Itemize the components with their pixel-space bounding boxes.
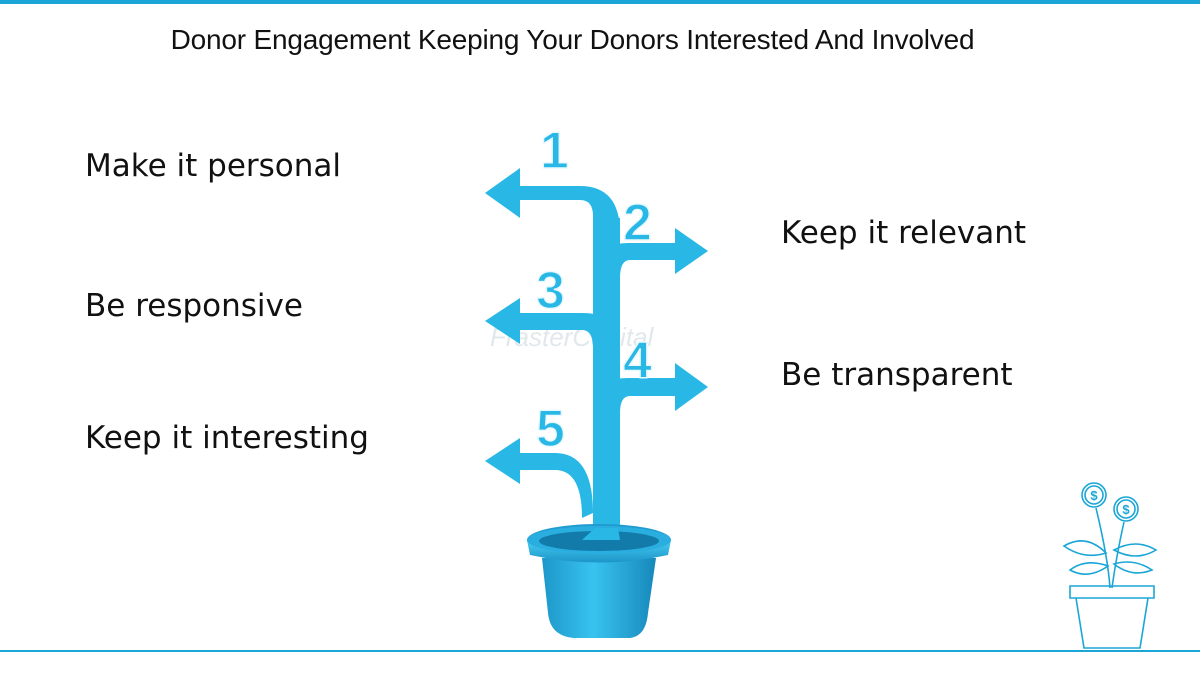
bottom-ground-rule xyxy=(0,650,1200,652)
top-accent-rule xyxy=(0,0,1200,4)
step-number-3: 3 xyxy=(536,262,565,320)
step-label-3: Be responsive xyxy=(85,288,303,324)
branch-arrow-5 xyxy=(485,438,593,518)
step-label-1: Make it personal xyxy=(85,148,342,184)
branch-arrow-1 xyxy=(485,168,620,233)
flower-pot xyxy=(527,524,671,638)
tree-stem xyxy=(582,213,620,558)
money-plant-icon: $ $ xyxy=(1062,482,1158,649)
step-number-4: 4 xyxy=(623,332,652,390)
step-number-1: 1 xyxy=(540,122,569,180)
coin-symbol-1: $ xyxy=(1090,488,1098,503)
step-label-2: Keep it relevant xyxy=(781,215,1027,251)
step-label-4: Be transparent xyxy=(781,357,1013,393)
arrow-tree-diagram: FrasterCapital 1 2 3 4 5 xyxy=(485,121,708,638)
step-number-5: 5 xyxy=(536,400,565,458)
branch-arrow-2 xyxy=(593,228,708,278)
page-title: Donor Engagement Keeping Your Donors Int… xyxy=(170,24,975,55)
step-label-5: Keep it interesting xyxy=(85,420,369,456)
branch-arrow-3 xyxy=(485,298,620,348)
step-number-2: 2 xyxy=(623,194,652,252)
coin-symbol-2: $ xyxy=(1122,502,1130,517)
branch-arrow-4 xyxy=(593,363,708,413)
